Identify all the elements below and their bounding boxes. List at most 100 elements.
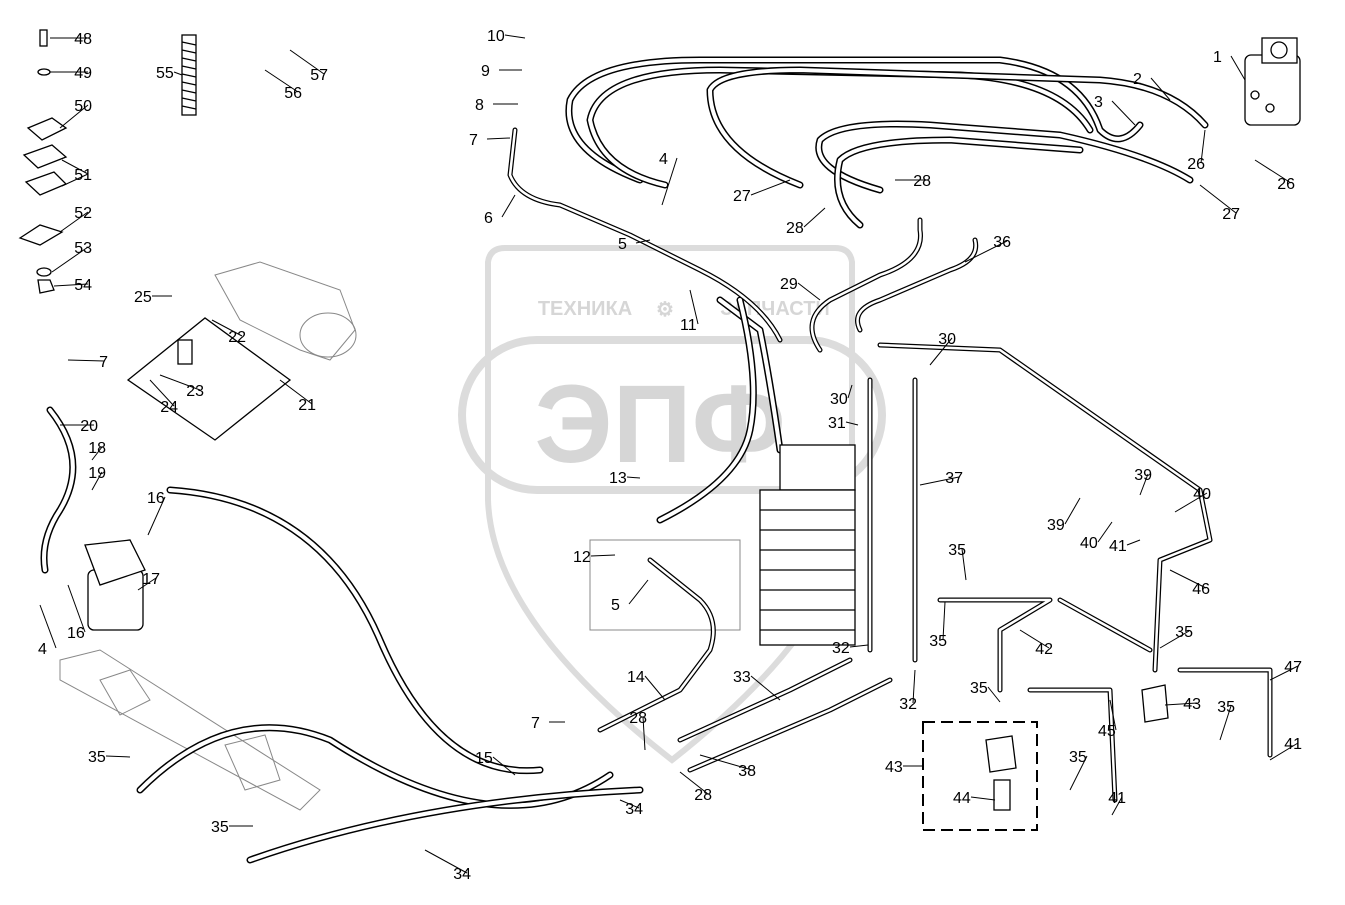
callout-7[interactable]: 7 bbox=[67, 354, 108, 371]
callout-35[interactable]: 35 bbox=[970, 680, 1001, 703]
callout-41[interactable]: 41 bbox=[1109, 538, 1141, 555]
callout-32[interactable]: 32 bbox=[899, 669, 917, 713]
callout-43[interactable]: 43 bbox=[885, 759, 922, 776]
callout-30[interactable]: 30 bbox=[830, 384, 853, 408]
callout-35[interactable]: 35 bbox=[1217, 699, 1235, 741]
callout-41[interactable]: 41 bbox=[1108, 790, 1126, 816]
callout-12[interactable]: 12 bbox=[573, 549, 616, 566]
callout-24[interactable]: 24 bbox=[149, 379, 178, 416]
callout-21[interactable]: 21 bbox=[279, 379, 316, 414]
callout-16[interactable]: 16 bbox=[147, 490, 166, 536]
callout-15[interactable]: 15 bbox=[475, 750, 516, 776]
callout-27[interactable]: 27 bbox=[1199, 184, 1240, 223]
callout-25[interactable]: 25 bbox=[134, 289, 172, 306]
callout-39[interactable]: 39 bbox=[1134, 467, 1152, 496]
hose-core bbox=[42, 408, 75, 572]
callout-22[interactable]: 22 bbox=[211, 319, 246, 346]
callout-7[interactable]: 7 bbox=[531, 715, 565, 732]
leader-line bbox=[1159, 630, 1190, 649]
callout-11[interactable]: 11 bbox=[680, 289, 699, 334]
callout-34[interactable]: 34 bbox=[619, 799, 643, 818]
callout-35[interactable]: 35 bbox=[948, 542, 967, 581]
callout-55[interactable]: 55 bbox=[156, 65, 183, 82]
callout-28[interactable]: 28 bbox=[679, 771, 712, 804]
callout-7[interactable]: 7 bbox=[469, 132, 511, 149]
callout-34[interactable]: 34 bbox=[424, 849, 471, 883]
callout-5[interactable]: 5 bbox=[611, 579, 649, 614]
callout-4[interactable]: 4 bbox=[38, 604, 57, 658]
callout-57[interactable]: 57 bbox=[289, 49, 328, 84]
pipe bbox=[877, 342, 1213, 673]
callout-23[interactable]: 23 bbox=[159, 374, 204, 400]
callout-35[interactable]: 35 bbox=[1069, 749, 1088, 791]
callout-8[interactable]: 8 bbox=[475, 97, 518, 114]
callout-45[interactable]: 45 bbox=[1098, 699, 1117, 740]
callout-50[interactable]: 50 bbox=[59, 98, 92, 129]
callout-43[interactable]: 43 bbox=[1164, 696, 1201, 713]
callout-number: 56 bbox=[284, 85, 302, 102]
leader-line bbox=[264, 69, 299, 93]
callout-48[interactable]: 48 bbox=[50, 31, 92, 48]
callout-47[interactable]: 47 bbox=[1269, 659, 1302, 681]
callout-35[interactable]: 35 bbox=[211, 819, 253, 836]
callout-9[interactable]: 9 bbox=[481, 63, 522, 80]
callout-26[interactable]: 26 bbox=[1187, 129, 1206, 173]
callout-number: 37 bbox=[945, 470, 963, 487]
callout-56[interactable]: 56 bbox=[264, 69, 302, 102]
leader-line bbox=[211, 319, 243, 337]
callout-16[interactable]: 16 bbox=[67, 584, 86, 642]
callout-54[interactable]: 54 bbox=[53, 277, 92, 294]
callout-31[interactable]: 31 bbox=[828, 415, 859, 432]
callout-40[interactable]: 40 bbox=[1080, 521, 1113, 552]
callout-49[interactable]: 49 bbox=[50, 65, 92, 82]
callout-37[interactable]: 37 bbox=[919, 470, 963, 487]
callout-19[interactable]: 19 bbox=[88, 465, 106, 491]
valve-43-upper bbox=[1141, 684, 1169, 723]
callout-44[interactable]: 44 bbox=[953, 790, 996, 807]
callout-30[interactable]: 30 bbox=[929, 331, 956, 366]
leader-line bbox=[1169, 569, 1207, 589]
callout-26[interactable]: 26 bbox=[1254, 159, 1295, 193]
clamp-parts-48-54 bbox=[18, 29, 68, 294]
callout-13[interactable]: 13 bbox=[609, 470, 641, 487]
callout-40[interactable]: 40 bbox=[1174, 486, 1211, 513]
callout-36[interactable]: 36 bbox=[964, 234, 1011, 263]
leader-line bbox=[1199, 184, 1237, 214]
callout-41[interactable]: 41 bbox=[1269, 736, 1302, 761]
callout-39[interactable]: 39 bbox=[1047, 497, 1081, 534]
callout-18[interactable]: 18 bbox=[88, 440, 106, 461]
callout-28[interactable]: 28 bbox=[786, 207, 826, 237]
callout-51[interactable]: 51 bbox=[61, 159, 92, 187]
callout-42[interactable]: 42 bbox=[1019, 629, 1053, 658]
callout-28[interactable]: 28 bbox=[895, 173, 931, 190]
callout-46[interactable]: 46 bbox=[1169, 569, 1210, 598]
callout-27[interactable]: 27 bbox=[733, 179, 791, 205]
callout-35[interactable]: 35 bbox=[929, 601, 947, 650]
callout-20[interactable]: 20 bbox=[60, 418, 98, 435]
callout-number: 42 bbox=[1035, 641, 1053, 658]
callout-number: 34 bbox=[625, 801, 643, 818]
leader-line bbox=[1269, 742, 1299, 761]
callout-53[interactable]: 53 bbox=[51, 240, 92, 273]
callout-29[interactable]: 29 bbox=[780, 276, 821, 301]
callout-17[interactable]: 17 bbox=[137, 571, 160, 591]
callout-4[interactable]: 4 bbox=[659, 151, 678, 206]
callout-6[interactable]: 6 bbox=[484, 194, 516, 227]
callout-32[interactable]: 32 bbox=[832, 640, 869, 657]
callout-38[interactable]: 38 bbox=[699, 754, 756, 780]
callout-3[interactable]: 3 bbox=[1094, 94, 1136, 126]
callout-28[interactable]: 28 bbox=[629, 710, 647, 751]
callout-1[interactable]: 1 bbox=[1213, 49, 1246, 81]
callout-35[interactable]: 35 bbox=[88, 749, 131, 766]
callout-number: 35 bbox=[1217, 699, 1235, 716]
callout-5[interactable]: 5 bbox=[618, 236, 651, 253]
callout-10[interactable]: 10 bbox=[487, 28, 526, 45]
callout-number: 55 bbox=[156, 65, 174, 82]
callout-2[interactable]: 2 bbox=[1133, 71, 1171, 101]
callout-33[interactable]: 33 bbox=[733, 669, 781, 701]
callout-14[interactable]: 14 bbox=[627, 669, 666, 701]
pipe bbox=[937, 597, 1053, 693]
callout-52[interactable]: 52 bbox=[59, 205, 92, 233]
callout-35[interactable]: 35 bbox=[1159, 624, 1193, 649]
